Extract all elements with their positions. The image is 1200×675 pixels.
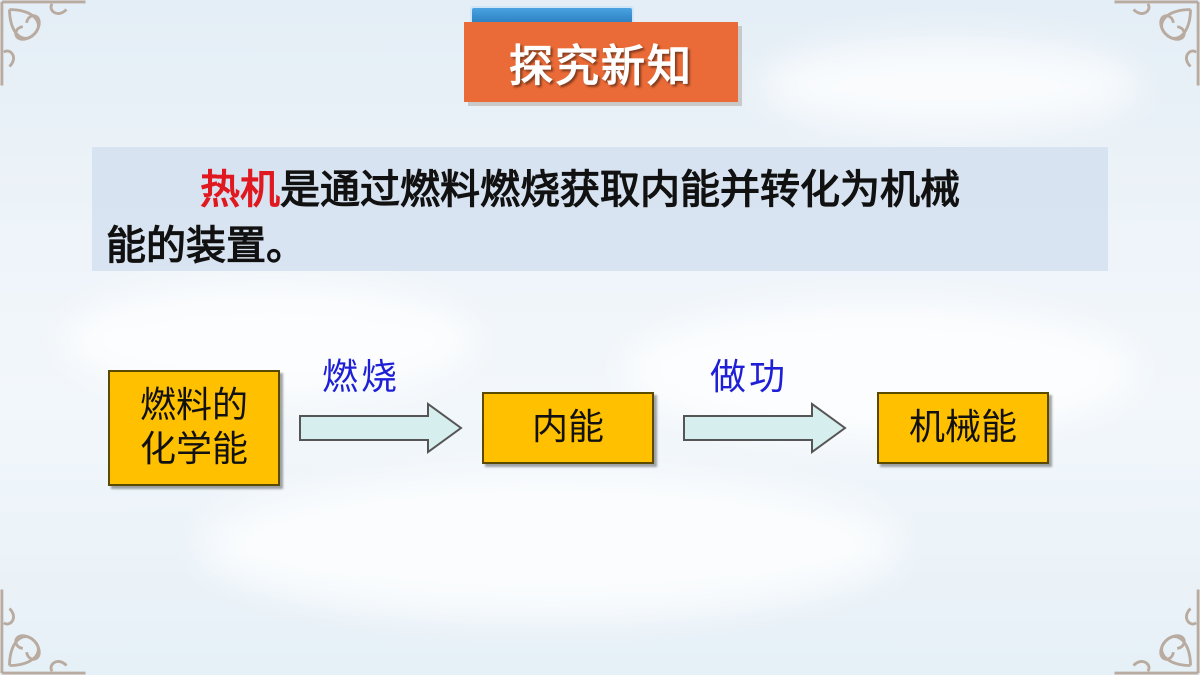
node-mechanical-energy-label: 机械能 — [908, 407, 1017, 449]
node-internal-energy: 内能 — [482, 392, 654, 464]
arrow-label-combustion: 燃烧 — [322, 357, 401, 398]
definition-box: 热机是通过燃料燃烧获取内能并转化为机械 能的装置。 — [92, 147, 1108, 271]
arrow-label-work: 做功 — [710, 357, 789, 398]
definition-line-1: 热机是通过燃料燃烧获取内能并转化为机械 — [200, 157, 960, 215]
node-chemical-energy-line1: 燃料的 — [139, 385, 248, 427]
definition-text: 是通过燃料燃烧获取内能并转化为机械 — [280, 167, 960, 213]
title-banner: 探究新知 — [464, 22, 738, 102]
corner-ornament-bottom-left — [0, 580, 95, 675]
background-cloud — [200, 470, 900, 620]
background-cloud — [760, 40, 1140, 130]
corner-ornament-bottom-right — [1105, 580, 1200, 675]
definition-line-2: 能的装置。 — [106, 223, 306, 269]
arrow-work — [682, 402, 848, 454]
definition-term: 热机 — [200, 167, 280, 213]
node-internal-energy-label: 内能 — [531, 407, 604, 449]
corner-ornament-top-left — [0, 0, 95, 95]
node-chemical-energy-line2: 化学能 — [139, 429, 248, 470]
page-title: 探究新知 — [509, 41, 693, 92]
corner-ornament-top-right — [1105, 0, 1200, 95]
node-mechanical-energy: 机械能 — [877, 392, 1049, 464]
node-chemical-energy: 燃料的 化学能 — [108, 370, 280, 486]
arrow-combustion — [298, 402, 464, 454]
